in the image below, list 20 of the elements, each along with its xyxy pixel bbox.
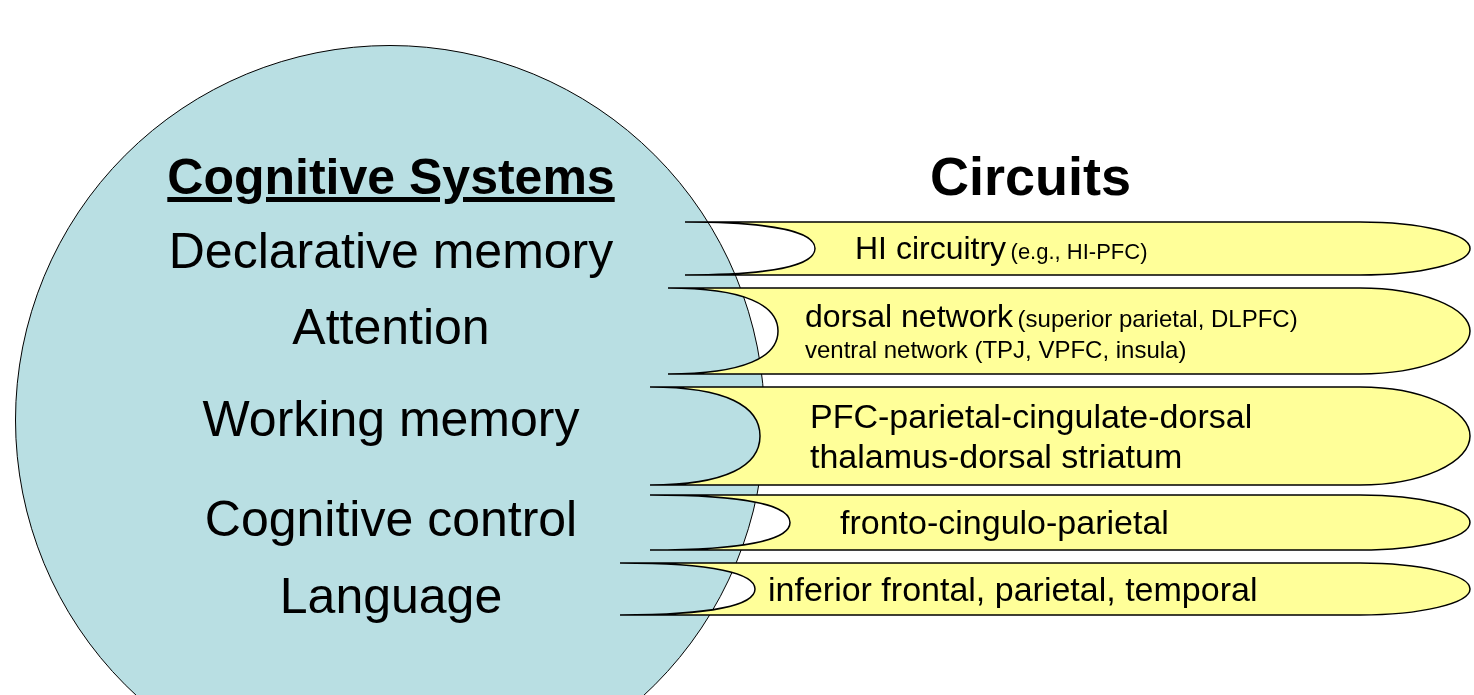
circuit-text: fronto-cingulo-parietal [840,503,1169,542]
system-label: Language [279,568,503,624]
circuit-text: (superior parietal, DLPFC) [1017,304,1298,332]
circuit-text: (e.g., HI-PFC) [1010,238,1148,264]
circuit-callout [668,288,1470,374]
circuit-text: inferior frontal, parietal, temporal [768,569,1258,608]
circuit-text: ventral network (TPJ, VPFC, insula) [805,335,1187,363]
system-label: Attention [292,299,490,355]
circuit-callout [620,563,1470,615]
system-label: Working memory [202,391,580,447]
section-heading: Cognitive Systems [167,149,615,205]
system-label: Cognitive control [204,491,578,547]
column-heading: Circuits [930,145,1132,207]
circuit-text: HI circuitry [855,229,1007,266]
circuit-text: PFC-parietal-cingulate-dorsal thalamus-dorsal striatum [810,396,1253,475]
circuit-callout [650,387,1470,485]
circuit-text: dorsal network [805,297,1014,334]
system-label: Declarative memory [168,223,614,279]
circuit-callout [650,495,1470,550]
circuit-callout [685,222,1470,275]
